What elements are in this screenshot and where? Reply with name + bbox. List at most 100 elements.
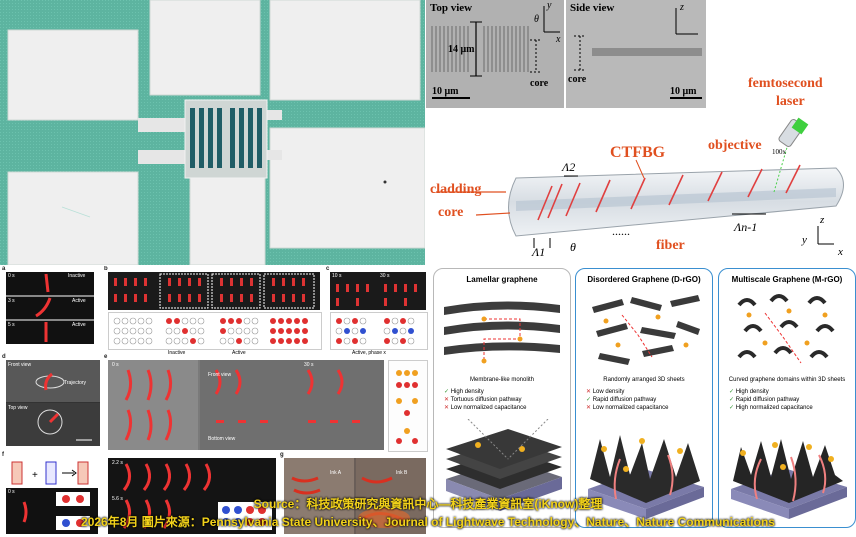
panel-f-icons: + <box>11 461 89 485</box>
side-view-image <box>566 0 706 108</box>
bottom-axis-z: z <box>820 214 825 226</box>
c-time-10: 10 s <box>332 273 342 279</box>
fiber-schematic <box>436 117 844 248</box>
panel-a-drawing <box>6 273 94 342</box>
front-view-e-label: Front view <box>208 372 232 378</box>
panel-c-frames: 10 s 30 s <box>330 272 426 310</box>
check-icon: ✓ <box>729 397 735 403</box>
disordered-item-1: Low density <box>592 389 625 395</box>
axis-y-label: y <box>547 0 552 11</box>
disordered-item-2: Rapid diffusion pathway <box>592 397 657 403</box>
f-time-0: 0 s <box>8 489 15 495</box>
lamellar-title: Lamellar graphene <box>466 275 538 284</box>
disordered-title: Disordered Graphene (D-rGO) <box>587 275 701 284</box>
bottom-axis-y: y <box>802 234 807 246</box>
disordered-subtitle: Randomly arranged 3D sheets <box>603 377 685 383</box>
check-icon: ✓ <box>444 389 450 395</box>
lambdan-label: Λn-1 <box>734 220 758 234</box>
disordered-stack-render <box>588 435 704 519</box>
panel-d-drawing <box>6 360 100 446</box>
top-view-label: Top view <box>430 2 473 14</box>
check-icon: ✓ <box>586 397 592 403</box>
cladding-label: cladding <box>430 182 482 197</box>
panel-f-schematic: + <box>6 458 98 488</box>
robot-figure: a 0 s 3 s 5 s Inactive Active Active b <box>0 266 430 537</box>
multiscale-stack-render <box>731 439 847 519</box>
f-time-56: 5.6 s <box>112 496 123 502</box>
c-time-30: 30 s <box>380 273 390 279</box>
multiscale-item-2-row: ✓ Rapid diffusion pathway <box>729 396 799 403</box>
lamellar-diagram <box>444 301 560 364</box>
panel-f-left-frames: 0 s <box>6 488 98 534</box>
cross-icon: ✕ <box>586 389 592 395</box>
scale-label-left: 10 μm <box>432 86 459 97</box>
core-label: core <box>438 205 464 220</box>
panel-e-legend-dots <box>396 370 418 444</box>
trajectory-label: Trajectory <box>64 380 87 386</box>
sem-side-view: Side view core 10 μm z <box>566 0 706 108</box>
graphene-figure: Lamellar graphene Membrane-like monolith… <box>431 266 856 537</box>
front-view-label: Front view <box>8 362 32 368</box>
multiscale-column: Multiscale Graphene (M-rGO) Curved graph… <box>718 268 856 528</box>
panel-b-frames <box>108 272 320 310</box>
panel-f-label: f <box>2 452 4 458</box>
ink-a-label: Ink A <box>330 470 342 476</box>
e-time-30: 30 s <box>304 362 314 368</box>
svg-text:+: + <box>32 470 38 481</box>
disordered-item-3: Low normalized capacitance <box>592 405 669 411</box>
panel-e-legend <box>388 360 428 452</box>
disordered-column: Disordered Graphene (D-rGO) Randomly arr… <box>575 268 713 528</box>
panel-e-frames: 0 s 30 s Front view Bottom view <box>108 360 384 450</box>
axis-x-label: x <box>556 34 561 45</box>
axis-z-label: z <box>680 2 684 13</box>
disordered-item-2-row: ✓ Rapid diffusion pathway <box>586 396 656 403</box>
panel-c-array <box>336 284 417 306</box>
grating-lines-image <box>426 0 564 108</box>
fiber-label: fiber <box>656 238 685 253</box>
e-time-0: 0 s <box>112 362 119 368</box>
panel-g-drawing <box>284 458 426 534</box>
panel-b-label: b <box>104 266 108 272</box>
state-active-2: Active <box>72 322 86 328</box>
lamellar-item-1: High density <box>450 389 484 395</box>
panel-e-label: e <box>104 354 108 360</box>
panel-a-label: a <box>2 266 6 272</box>
disordered-diagram <box>592 295 700 365</box>
lamellar-column: Lamellar graphene Membrane-like monolith… <box>433 268 571 528</box>
panel-c-label: c <box>326 266 330 272</box>
panel-b-dots <box>108 312 322 350</box>
cross-icon: ✕ <box>586 405 592 411</box>
c-active-phase-label: Active, phase x <box>352 350 386 356</box>
lamellar-item-1-row: ✓ High density <box>444 388 484 395</box>
lamellar-subtitle: Membrane-like monolith <box>469 377 535 383</box>
time-3: 3 s <box>8 298 15 304</box>
lambda2-label: Λ2 <box>562 160 576 174</box>
disordered-item-1-row: ✕ Low density <box>586 388 624 395</box>
side-view-label: Side view <box>570 2 615 14</box>
f-time-22: 2.2 s <box>112 460 123 466</box>
panel-d-frames: Front view Trajectory Top view <box>6 360 100 446</box>
bottom-view-label: Bottom view <box>208 436 236 442</box>
fbg-figure: Top view 14 μm core 10 μm y θ x Side vie… <box>426 0 856 265</box>
theta-label: θ <box>570 240 576 254</box>
length-label: 14 μm <box>448 44 475 55</box>
time-0: 0 s <box>8 273 15 279</box>
multiscale-subtitle: Curved graphene domains within 3D sheets <box>728 377 846 383</box>
objective-mag-label: 100x <box>772 148 786 156</box>
objective-label: objective <box>708 138 762 153</box>
lambda1-label: Λ1 <box>532 245 546 259</box>
ink-b-label: Ink B <box>396 470 408 476</box>
panel-f-left-drawing <box>22 492 90 530</box>
laser-label: laser <box>776 94 805 109</box>
panel-f-right-drawing <box>122 463 272 530</box>
top-view-d-label: Top view <box>8 405 28 411</box>
bottom-axis-x: x <box>838 246 843 258</box>
core-label-top: core <box>530 78 549 89</box>
lamellar-item-2: Tortuous diffusion pathway <box>450 397 522 403</box>
femtosecond-label: femtosecond <box>748 76 823 91</box>
ctfbg-label: CTFBG <box>610 144 666 161</box>
panel-f-right-frames: 2.2 s 5.6 s <box>108 458 276 534</box>
panel-b-dot-grid <box>113 317 308 345</box>
scale-label-right: 10 μm <box>670 86 697 97</box>
axis-theta-label: θ <box>534 14 539 25</box>
